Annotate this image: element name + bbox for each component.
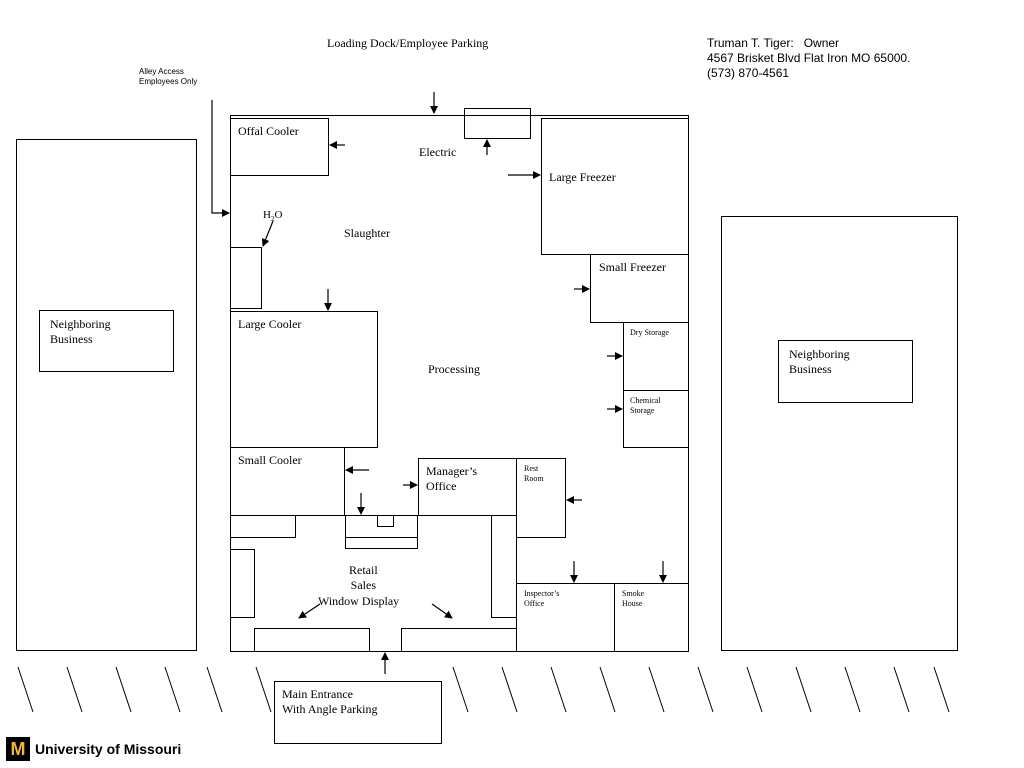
alley-access-path: [211, 100, 230, 217]
managers-office-label: Manager’s Office: [426, 464, 478, 493]
loading-dock-label: Loading Dock/Employee Parking: [327, 36, 489, 50]
large-cooler-label: Large Cooler: [238, 317, 302, 331]
window-display-arrow-left: [298, 603, 321, 619]
small-cooler-label: Small Cooler: [238, 453, 302, 467]
slaughter-label: Slaughter: [344, 226, 390, 240]
logo-letter: M: [10, 739, 26, 759]
smoke-house-label: Smoke House: [622, 589, 645, 608]
offal-cooler-room: Offal Cooler: [230, 118, 329, 176]
offal-cooler-label: Offal Cooler: [238, 124, 299, 138]
left-neighbor-label: Neighboring Business: [50, 317, 111, 346]
right-neighbor-building: [721, 216, 958, 651]
rest-room-label: Rest Room: [524, 464, 544, 483]
water-room: [230, 247, 262, 309]
rest-room: Rest Room: [516, 458, 566, 538]
owner-name: Truman T. Tiger: Owner: [707, 36, 840, 50]
chemical-storage-label: Chemical Storage: [630, 396, 661, 415]
window-display-left: [254, 628, 370, 652]
alley-access-label: Alley Access Employees Only: [139, 67, 198, 86]
inspectors-office-label: Inspector’s Office: [524, 589, 560, 608]
window-display-label: Window Display: [318, 594, 400, 608]
left-neighbor-box: Neighboring Business: [39, 310, 174, 372]
retail-shelf-left: [230, 549, 255, 618]
angle-parking-stripes: [17, 666, 950, 713]
main-entrance-box: Main Entrance With Angle Parking: [274, 681, 442, 744]
counter-left: [230, 515, 296, 538]
sink-fixture: [377, 515, 394, 527]
main-entrance-label: Main Entrance With Angle Parking: [282, 687, 378, 716]
electric-room: [464, 108, 531, 139]
window-display-arrow-right: [431, 603, 453, 619]
university-logo-icon: M: [6, 737, 30, 761]
processing-label: Processing: [428, 362, 480, 376]
water-arrow: [261, 220, 274, 247]
counter-center-lower: [345, 537, 418, 549]
right-neighbor-label: Neighboring Business: [789, 347, 850, 376]
owner-phone: (573) 870-4561: [707, 66, 790, 80]
large-freezer-label: Large Freezer: [549, 170, 616, 184]
smoke-house-room: Smoke House: [614, 583, 689, 652]
owner-info: Truman T. Tiger: Owner 4567 Brisket Blvd…: [707, 36, 910, 81]
small-freezer-label: Small Freezer: [599, 260, 666, 274]
water-label: H2O: [263, 209, 283, 224]
university-name: University of Missouri: [35, 741, 182, 757]
retail-sales-label: Retail Sales: [349, 563, 378, 592]
chemical-storage-room: Chemical Storage: [623, 390, 689, 448]
electric-label: Electric: [419, 145, 457, 159]
dry-storage-label: Dry Storage: [630, 328, 669, 337]
owner-address: 4567 Brisket Blvd Flat Iron MO 65000.: [707, 51, 911, 65]
right-neighbor-box: Neighboring Business: [778, 340, 913, 403]
retail-shelf-right: [491, 515, 517, 618]
small-freezer-room: Small Freezer: [590, 254, 689, 323]
left-neighbor-building: [16, 139, 197, 651]
